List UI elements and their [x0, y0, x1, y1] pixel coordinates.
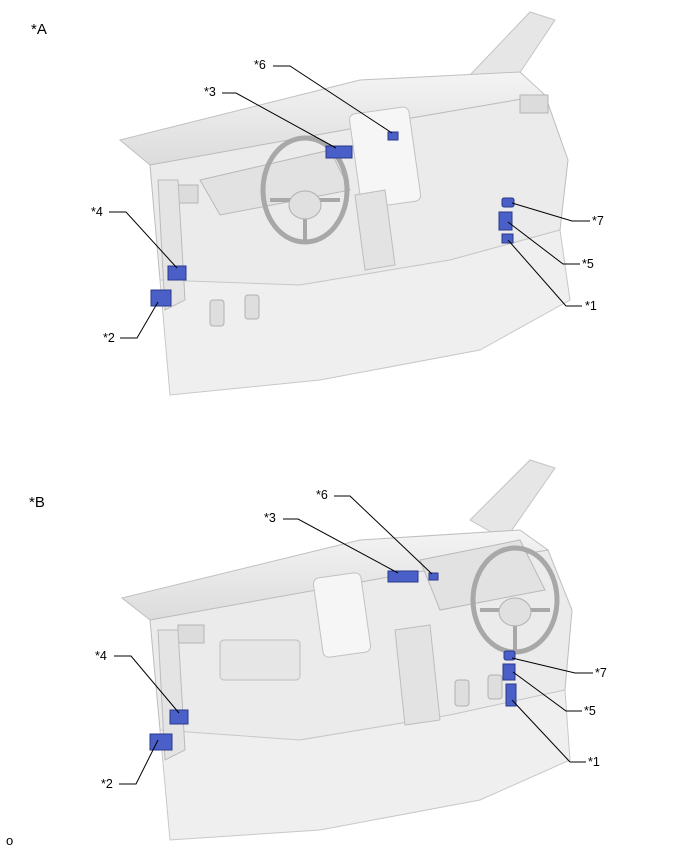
dashboard-top — [120, 529, 550, 621]
center-display — [349, 106, 422, 209]
pedal — [454, 679, 470, 707]
pedal — [487, 674, 503, 700]
pedal — [244, 294, 260, 320]
floor-area — [159, 689, 571, 841]
steering-hub — [288, 190, 322, 220]
panel-a-illustration — [109, 11, 590, 396]
component-5 — [498, 211, 513, 231]
component-6 — [387, 131, 399, 141]
component-4 — [169, 709, 189, 725]
callout-b-6: *6 — [316, 488, 328, 502]
figure-code: o — [6, 833, 14, 848]
component-1 — [505, 683, 517, 707]
callout-b-5: *5 — [584, 704, 596, 718]
panel-a-label: *A — [31, 21, 47, 38]
callout-b-2: *2 — [101, 777, 113, 791]
dashboard-body — [149, 549, 573, 751]
component-2 — [149, 733, 173, 751]
component-2 — [150, 289, 172, 307]
vent-right — [519, 94, 549, 114]
glovebox — [219, 639, 301, 681]
callout-a-4: *4 — [91, 205, 103, 219]
center-console — [394, 624, 441, 726]
component-3 — [325, 145, 353, 159]
component-3 — [387, 570, 419, 583]
center-console — [354, 189, 396, 271]
component-5 — [502, 663, 516, 681]
component-7 — [503, 650, 516, 661]
cluster-hood — [199, 149, 351, 216]
component-7 — [501, 197, 515, 208]
callout-a-7: *7 — [592, 214, 604, 228]
callout-a-5: *5 — [582, 257, 594, 271]
floor-area — [159, 229, 571, 396]
pedal — [209, 299, 225, 327]
callout-b-1: *1 — [588, 755, 600, 769]
center-display — [312, 572, 372, 658]
leader-lines-a — [109, 65, 590, 339]
steering-wheel — [470, 545, 560, 655]
callout-a-6: *6 — [254, 58, 266, 72]
vent-left — [177, 624, 205, 644]
steering-hub — [498, 597, 532, 627]
panel-b-label: *B — [29, 494, 45, 511]
cluster-hood — [419, 539, 546, 611]
a-pillar — [469, 459, 556, 541]
callout-b-3: *3 — [264, 511, 276, 525]
left-kick-panel — [157, 629, 186, 761]
callout-b-7: *7 — [595, 666, 607, 680]
leader-lines-b — [114, 495, 593, 785]
component-1 — [501, 233, 514, 244]
callout-b-4: *4 — [95, 649, 107, 663]
callout-a-2: *2 — [103, 331, 115, 345]
component-6 — [428, 572, 439, 581]
callout-a-1: *1 — [585, 299, 597, 313]
component-4 — [167, 265, 187, 281]
callout-a-3: *3 — [204, 85, 216, 99]
